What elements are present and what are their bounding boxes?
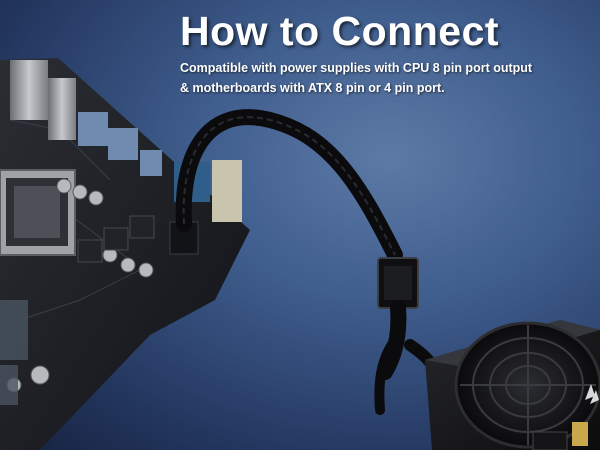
description-line-2: & motherboards with ATX 8 pin or 4 pin p… (180, 81, 445, 95)
compatibility-description: Compatible with power supplies with CPU … (180, 58, 595, 98)
headline: How to Connect (180, 8, 500, 54)
power-supply (425, 320, 600, 450)
corsair-sails-icon (585, 384, 599, 404)
motherboard (0, 58, 250, 450)
cpu-power-cable (175, 109, 446, 415)
description-line-1: Compatible with power supplies with CPU … (180, 61, 533, 75)
